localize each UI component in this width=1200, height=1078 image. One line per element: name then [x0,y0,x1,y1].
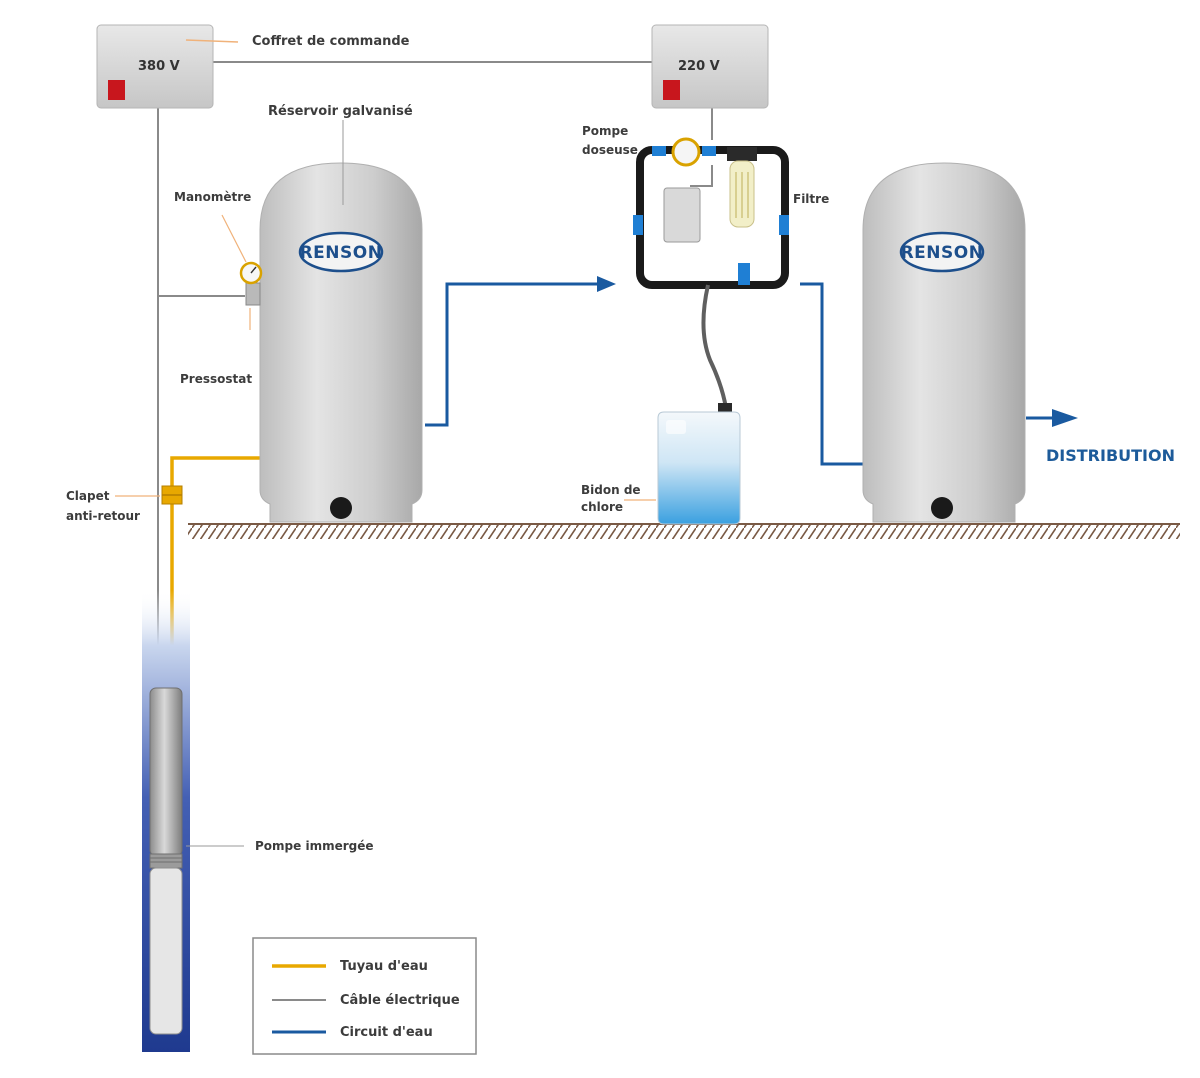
control-box-icon [108,80,125,100]
bidon-label-1: Bidon de [581,483,641,497]
tank-left: RENSON [259,162,423,523]
reservoir-label: Réservoir galvanisé [268,104,413,119]
dosing-pump-icon [663,187,701,243]
pompe-doseuse-label-1: Pompe [582,124,628,138]
pressostat-label: Pressostat [180,372,252,386]
manometre-label: Manomètre [174,190,251,204]
control-box-220: 220 V [651,24,769,109]
control-box-380: 380 V [96,24,214,109]
voltage-label-220: 220 V [678,59,720,74]
brand-logo: RENSON [300,243,383,263]
chlorine-hose [701,284,728,409]
legend-label-electric-cable: Câble électrique [340,993,460,1008]
dosing-pump-icon [671,137,701,167]
distribution-label: DISTRIBUTION [1046,446,1175,465]
flow-arrow-icon [1052,409,1078,427]
dosing-unit [633,146,789,289]
pressure-gauge-icon [239,261,263,306]
legend-label-water-circuit: Circuit d'eau [340,1025,433,1040]
leader-line [221,214,247,263]
water-circuit [425,282,1056,466]
coffret-label: Coffret de commande [252,34,410,49]
clapet-label-1: Clapet [66,489,110,503]
ground [188,523,1180,539]
leader-line [185,39,239,43]
bidon-label-2: chlore [581,500,623,514]
legend-label-water-pipe: Tuyau d'eau [340,959,428,974]
legend: Tuyau d'eau Câble électrique Circuit d'e… [252,937,477,1055]
flow-arrow-icon [597,276,616,292]
filtre-label: Filtre [793,192,829,206]
chlorine-container-icon [657,403,741,525]
filter-icon [727,147,757,228]
clapet-label-2: anti-retour [66,509,140,523]
check-valve-icon [161,485,183,505]
control-box-icon [663,80,680,100]
pompe-immergee-label: Pompe immergée [255,839,374,853]
submersible-pump-icon [149,687,183,1035]
tank-right: RENSON [862,162,1026,523]
pompe-doseuse-label-2: doseuse [582,143,638,157]
voltage-label-380: 380 V [138,59,180,74]
brand-logo: RENSON [901,243,984,263]
